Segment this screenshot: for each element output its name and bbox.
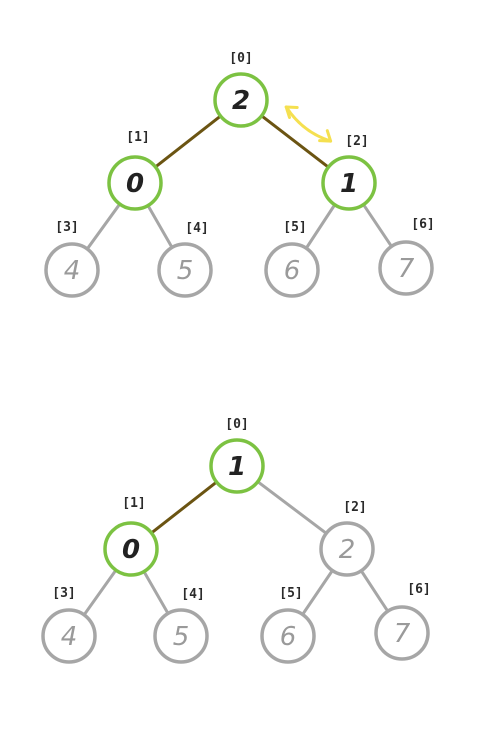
node-circle <box>103 521 159 577</box>
heap-node-0: 1 [0] <box>209 417 265 494</box>
node-circle <box>213 72 269 128</box>
node-index-label: [1] <box>126 130 149 145</box>
tree-edge <box>146 204 174 249</box>
node-circle <box>41 608 97 664</box>
node-index-label: [5] <box>279 586 302 601</box>
node-index-label: [3] <box>55 220 78 235</box>
node-index-label: [0] <box>229 51 252 66</box>
node-value: 4 <box>61 622 78 652</box>
node-index-label: [4] <box>185 221 208 236</box>
heap-tree-after-swap: 1 [0] 0 [1] 2 [2] 4 [3] 5 [4] 6 [5] 7 [6] <box>41 417 431 664</box>
heap-node-0: 2 [0] <box>213 51 269 128</box>
node-value: 0 <box>122 535 140 565</box>
node-value: 5 <box>173 622 190 652</box>
node-circle <box>157 242 213 298</box>
node-value: 7 <box>394 619 411 649</box>
node-index-label: [2] <box>343 500 366 515</box>
tree-edge <box>82 568 118 617</box>
node-circle <box>153 608 209 664</box>
tree-edge <box>153 114 223 169</box>
heap-node-1: 0 [1] <box>103 496 159 577</box>
node-circle <box>319 521 375 577</box>
node-value: 4 <box>64 256 81 286</box>
tree-edge <box>149 480 219 535</box>
tree-edge <box>142 570 170 615</box>
heap-node-1: 0 [1] <box>107 130 163 211</box>
heap-node-5: 6 [5] <box>264 220 320 298</box>
heap-node-4: 5 [4] <box>157 221 213 298</box>
heap-node-3: 4 [3] <box>44 220 100 298</box>
node-index-label: [1] <box>122 496 145 511</box>
node-value: 2 <box>232 86 250 116</box>
node-value: 5 <box>177 256 194 286</box>
tree-edge <box>361 203 394 248</box>
heap-node-2: 2 [2] <box>319 500 375 577</box>
node-value: 7 <box>398 254 415 284</box>
heap-tree-before-swap: 2 [0] 0 [1] 1 [2] 4 [3] 5 [4] 6 [5] 7 [6] <box>44 51 435 298</box>
heap-node-3: 4 [3] <box>41 586 97 664</box>
node-circle <box>209 438 265 494</box>
node-index-label: [3] <box>52 586 75 601</box>
node-circle <box>321 155 377 211</box>
node-value: 6 <box>280 622 297 652</box>
tree-edge <box>304 203 337 250</box>
node-value: 1 <box>340 169 358 199</box>
node-index-label: [2] <box>345 134 368 149</box>
node-value: 6 <box>284 256 301 286</box>
tree-edge <box>256 480 328 535</box>
node-value: 1 <box>228 452 246 482</box>
node-index-label: [4] <box>181 587 204 602</box>
node-value: 0 <box>126 169 144 199</box>
node-circle <box>378 240 434 296</box>
node-index-label: [0] <box>225 417 248 432</box>
heap-node-6: 7 [6] <box>378 217 435 296</box>
heap-node-4: 5 [4] <box>153 587 209 664</box>
heap-node-2: 1 [2] <box>321 134 377 211</box>
node-circle <box>374 605 430 661</box>
node-value: 2 <box>339 535 356 565</box>
node-index-label: [5] <box>283 220 306 235</box>
tree-edge <box>359 569 390 613</box>
tree-edge <box>301 569 334 616</box>
node-circle <box>44 242 100 298</box>
node-index-label: [6] <box>407 582 430 597</box>
node-circle <box>107 155 163 211</box>
node-index-label: [6] <box>411 217 434 232</box>
heap-node-6: 7 [6] <box>374 582 431 661</box>
node-circle <box>260 608 316 664</box>
node-circle <box>264 242 320 298</box>
tree-edge <box>85 202 122 251</box>
swap-arrow-icon <box>284 105 333 143</box>
heap-node-5: 6 [5] <box>260 586 316 664</box>
tree-edge <box>260 114 330 169</box>
